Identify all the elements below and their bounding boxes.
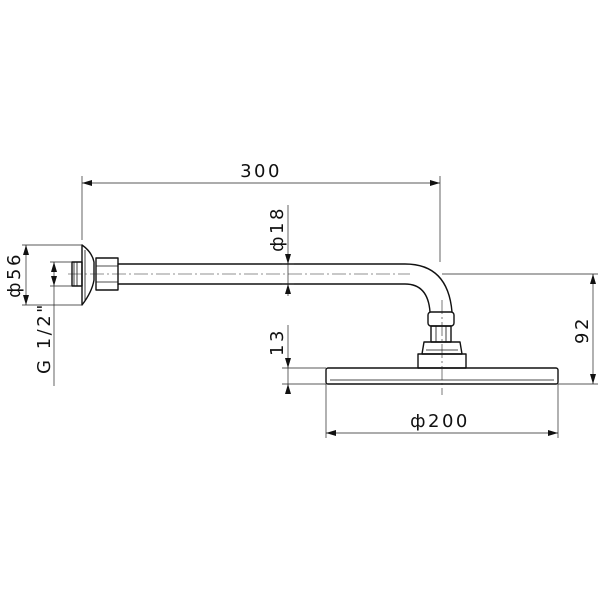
dimension-label-head-thickness: 13 [267, 328, 288, 356]
dimension-thread: G 1/2" [34, 261, 72, 386]
dimension-arm-length: 300 [81, 161, 441, 262]
dimension-head-thickness: 13 [267, 325, 326, 394]
dimension-label-thread: G 1/2" [34, 302, 55, 374]
dimension-drop-height: 92 [442, 273, 598, 385]
wall-flange [81, 244, 95, 306]
shower-arm [117, 263, 453, 313]
dimension-label-head-diameter: ф200 [410, 411, 470, 432]
dimension-label-drop-height: 92 [572, 316, 593, 344]
dimension-label-arm-length: 300 [240, 161, 282, 182]
dimension-label-flange-diameter: ф56 [4, 252, 25, 298]
dimension-flange-diameter: ф56 [4, 244, 82, 306]
dimension-label-pipe-diameter: ф18 [267, 206, 288, 252]
dimension-pipe-diameter: ф18 [267, 205, 294, 296]
dimension-head-diameter: ф200 [325, 384, 559, 438]
